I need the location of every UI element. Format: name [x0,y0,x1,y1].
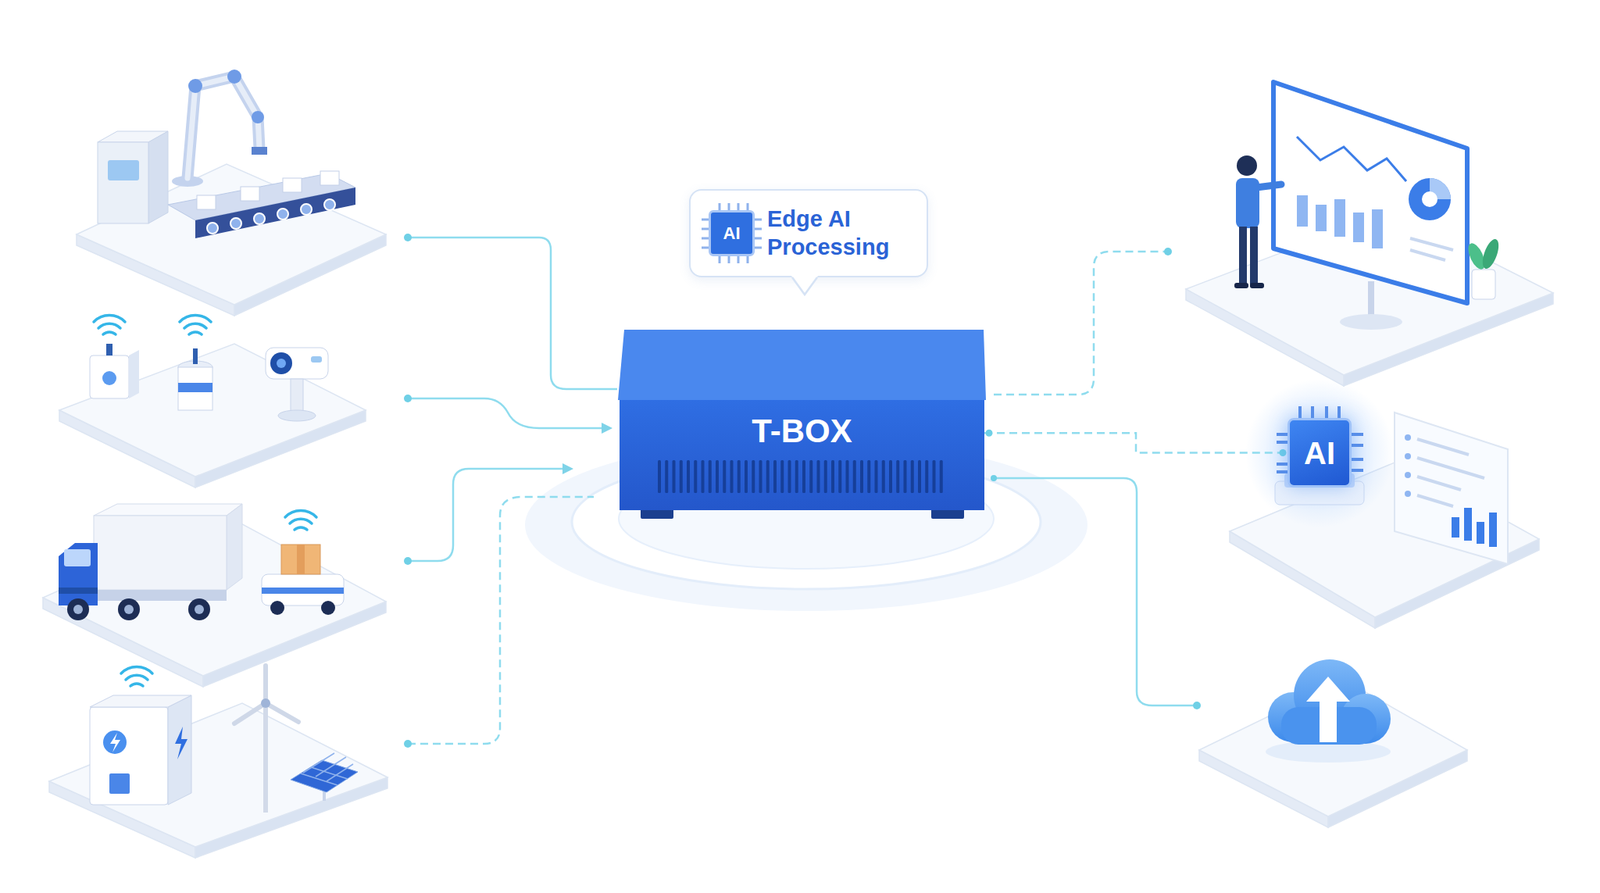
device-box: T-BOX [619,400,985,511]
platforms [42,164,1554,858]
vent-slot [693,460,697,493]
vent-slot [932,460,936,493]
connector-dot [1279,449,1287,457]
vent-slot [722,460,726,493]
cloud-upload [1265,659,1391,763]
connector-line [984,432,1288,453]
data-wires [407,237,1197,744]
chip-badge: AI [708,210,755,257]
vent-slot [917,460,922,493]
vent-slot [751,460,755,493]
vent-slot [664,460,668,493]
vent-slot [860,460,864,493]
vent-slot [852,460,856,493]
vent-slot [700,460,704,493]
sensors [89,315,329,422]
vent-slot [686,460,690,493]
node-label: Edge AI Processing [767,205,912,261]
vent-slot [874,460,878,493]
ai-module [1245,378,1508,565]
vent-slot [845,460,849,493]
vent-slot [903,460,907,493]
vent-grille [657,460,947,493]
vent-slot [823,460,827,493]
logistics [58,503,344,621]
callout-box: Edge AI Processing AI [689,189,929,278]
vent-slot [657,460,661,493]
vent-slot [881,460,885,493]
energy [89,665,358,813]
vent-slot [831,460,835,493]
vent-slot [707,460,711,493]
vent-slot [765,460,769,493]
vent-slot [729,460,733,493]
vent-slot [787,460,791,493]
factory-line [97,69,356,239]
vent-slot [910,460,914,493]
wire-dots [403,233,1201,748]
node-label: T-BOX [751,414,852,449]
vent-slot [715,460,719,493]
vent-slot [802,460,806,493]
vent-slot [780,460,784,493]
vent-slot [939,460,943,493]
vent-slot [816,460,820,493]
vent-slot [889,460,893,493]
wire-arrows [562,422,613,475]
connector-dot [985,429,993,437]
node-label: AI [723,225,741,243]
vent-slot [678,460,683,493]
vent-slot [809,460,813,493]
ai-chip: AI [1287,417,1352,488]
node-label: AI [1303,437,1336,469]
vent-slot [838,460,842,493]
vent-slot [794,460,798,493]
dashboard [1234,82,1502,330]
vent-slot [758,460,762,493]
vent-slot [896,460,900,493]
vent-slot [925,460,929,493]
vent-slot [671,460,675,493]
vent-slot [773,460,777,493]
vent-slot [744,460,748,493]
callout-pointer [791,275,818,297]
vent-slot [736,460,740,493]
device-body [617,329,986,519]
vent-slot [867,460,871,493]
